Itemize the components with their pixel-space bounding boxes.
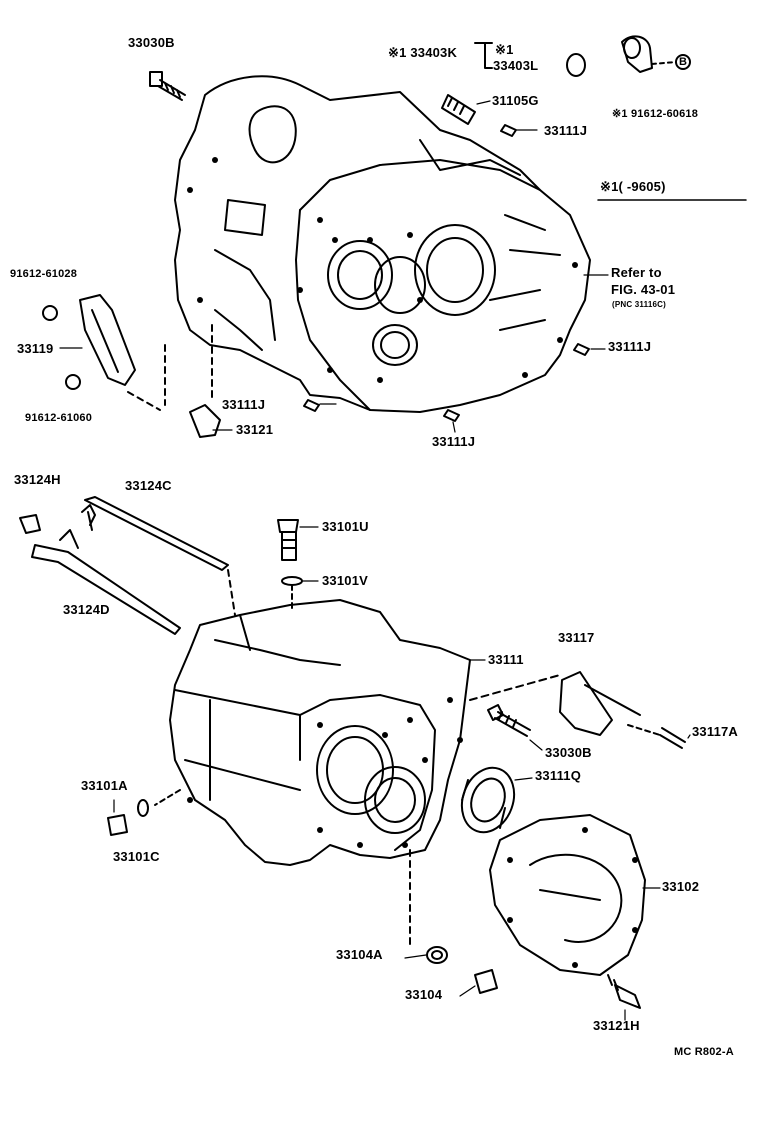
- label-33030b-bottom: 33030B: [545, 745, 592, 760]
- label-33111: 33111: [488, 652, 524, 667]
- bolt-33030b-bottom-drawing: [487, 704, 531, 737]
- transaxle-housing-drawing: [174, 75, 591, 413]
- label-33119: 33119: [17, 341, 54, 356]
- label-33124d: 33124D: [63, 602, 110, 617]
- note-header: ※1( -9605): [600, 179, 666, 194]
- pin-33111j-a-drawing: [500, 124, 517, 137]
- sensor-33403k-drawing: [474, 35, 691, 77]
- label-33124c: 33124C: [125, 478, 172, 493]
- label-pnc-ref: (PNC 31116C): [612, 300, 666, 309]
- label-33101a: 33101A: [81, 778, 128, 793]
- seal-33111q-drawing: [460, 766, 516, 834]
- plug-33104-drawing: [426, 946, 498, 994]
- bracket-33117-drawing: [469, 671, 686, 749]
- pin-33111j-b-drawing: [573, 343, 590, 356]
- upper-leader-lines: [59, 100, 609, 433]
- label-33101v: 33101V: [322, 573, 369, 588]
- pin-33111j-c-drawing: [303, 399, 320, 412]
- label-33111j-d: 33111J: [432, 434, 476, 449]
- bracket-33119-drawing: [42, 294, 166, 411]
- label-91612-61060: 91612-61060: [25, 412, 93, 424]
- label-fig-ref: FIG. 43-01: [611, 282, 676, 297]
- label-33403l: 33403L: [493, 58, 539, 73]
- label-refer-to: Refer to: [611, 265, 662, 280]
- label-33111j-a: 33111J: [544, 123, 588, 138]
- label-33111q: 33111Q: [535, 768, 582, 783]
- bolt-33030b-top-drawing: [149, 71, 186, 101]
- label-91612-61028: 91612-61028: [10, 268, 78, 280]
- label-33030b-top: 33030B: [128, 35, 175, 50]
- label-33121h: 33121H: [593, 1018, 640, 1033]
- label-33101c: 33101C: [113, 849, 160, 864]
- label-33124h: 33124H: [14, 472, 61, 487]
- diagram-code: MC R802-A: [674, 1046, 734, 1058]
- lower-leader-lines: [113, 526, 691, 1021]
- part-33121-drawing: [189, 324, 221, 438]
- label-33117a: 33117A: [692, 724, 739, 739]
- label-31105g: 31105G: [492, 93, 539, 108]
- transmission-case-drawing: [154, 599, 471, 946]
- rods-33124-drawing: [19, 496, 236, 635]
- label-33101u: 33101U: [322, 519, 369, 534]
- label-33102: 33102: [662, 879, 700, 894]
- label-33121: 33121: [236, 422, 274, 437]
- pin-33111j-d-drawing: [443, 409, 460, 422]
- label-33403k: ※1 33403K: [388, 45, 458, 60]
- label-91612-60618: ※1 91612-60618: [612, 108, 699, 120]
- bolt-b-marker-letter: B: [679, 56, 688, 68]
- plug-33101a-drawing: [107, 799, 149, 836]
- label-33403l-mark: ※1: [495, 42, 514, 57]
- label-33104: 33104: [405, 987, 443, 1002]
- extension-housing-33102-drawing: [489, 814, 646, 1009]
- drain-plug-33101u-drawing: [277, 519, 303, 611]
- label-33104a: 33104A: [336, 947, 383, 962]
- label-33111j-b: 33111J: [608, 339, 652, 354]
- label-33111j-c: 33111J: [222, 397, 266, 412]
- label-33117: 33117: [558, 630, 595, 645]
- plug-31105g-drawing: [441, 94, 476, 125]
